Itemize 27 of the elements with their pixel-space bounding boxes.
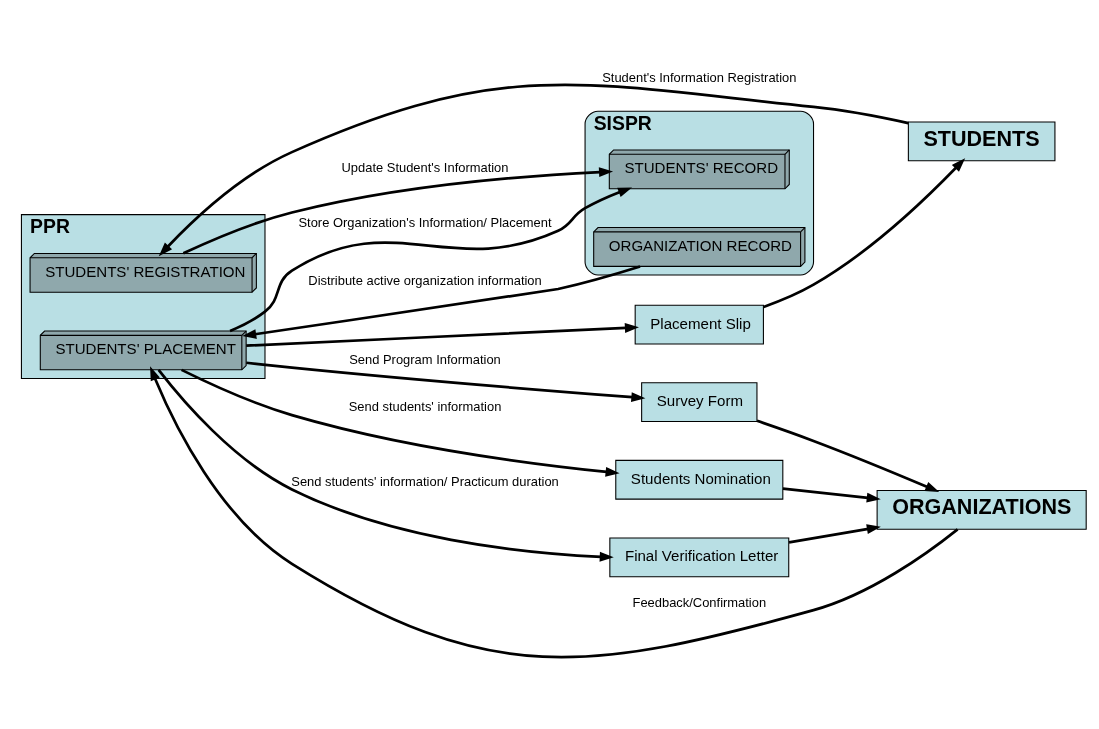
arrow xyxy=(246,323,639,347)
arrow xyxy=(788,524,881,544)
edge-label: Send students' information xyxy=(348,399,502,415)
arrow xyxy=(180,368,620,477)
arrow xyxy=(150,366,959,659)
edge-label: Store Organization's Information/ Placement xyxy=(298,215,552,231)
arrow xyxy=(763,158,966,309)
node-box: Placement Slip xyxy=(634,304,764,345)
arrow xyxy=(756,419,940,493)
node-box: ORGANIZATIONS xyxy=(876,490,1087,530)
node-box: Final Verification Letter xyxy=(609,537,790,578)
arrow xyxy=(246,361,646,403)
arrow xyxy=(229,187,633,333)
arrow xyxy=(157,369,614,562)
edge-label: Feedback/Confirmation xyxy=(632,594,767,610)
arrow xyxy=(158,83,909,257)
node-box: Students Nomination xyxy=(615,459,784,500)
arrow xyxy=(782,487,881,503)
edge-label: Send Program Information xyxy=(349,352,501,368)
edge-label: Update Student's Information xyxy=(341,160,509,176)
arrow xyxy=(242,265,641,339)
edge-label: Student's Information Registration xyxy=(602,69,797,85)
node-box: Survey Form xyxy=(641,382,758,423)
arrow xyxy=(182,167,614,255)
edge-label: Distribute active organization information xyxy=(308,273,542,289)
edge-label: Send students' information/ Practicum duration xyxy=(291,473,559,489)
node-box: STUDENTS xyxy=(907,121,1056,162)
